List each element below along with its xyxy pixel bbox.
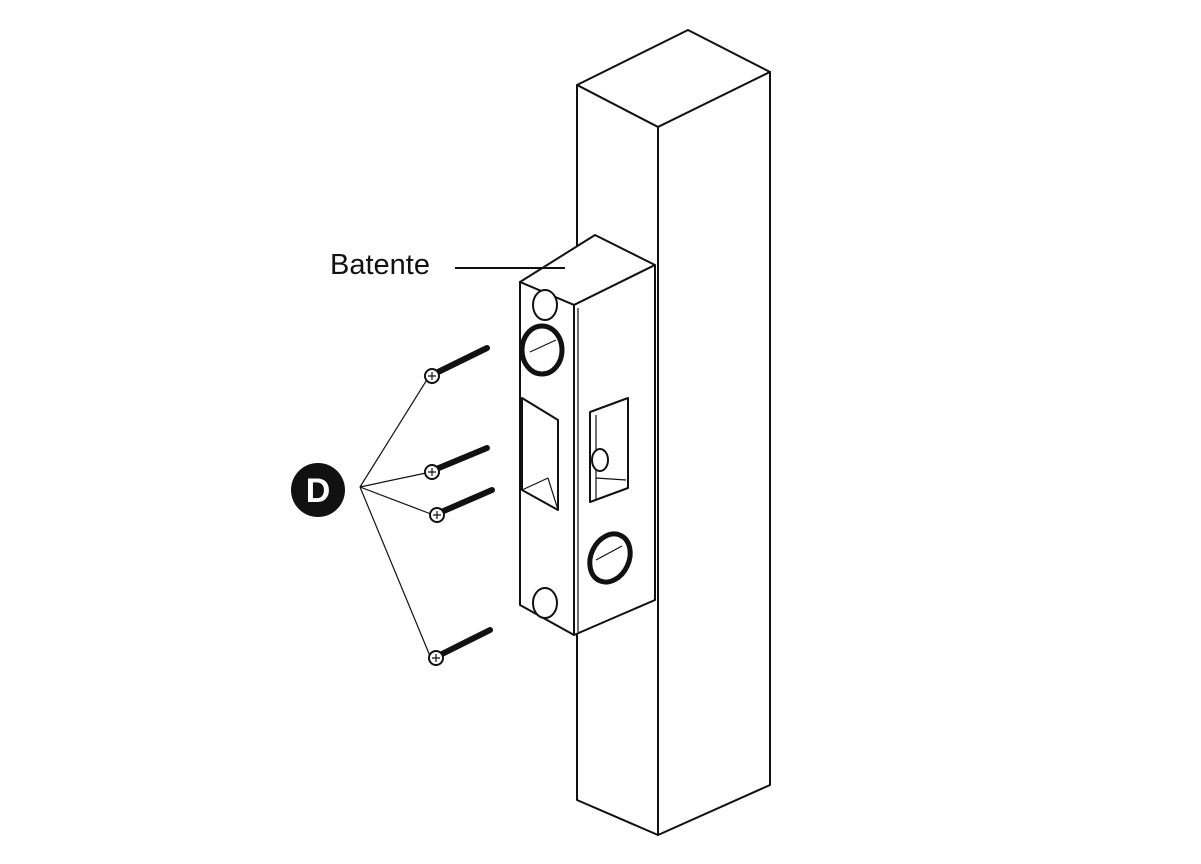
latch-slot-front bbox=[589, 397, 629, 503]
badge-letter: D bbox=[306, 472, 331, 510]
mounting-hole bbox=[532, 587, 558, 619]
strike-plate bbox=[519, 234, 656, 636]
screw-icon bbox=[424, 345, 490, 384]
screws bbox=[424, 345, 495, 666]
leader-lines bbox=[359, 267, 565, 657]
screw-hole-ring bbox=[519, 323, 565, 377]
mounting-hole bbox=[532, 289, 558, 321]
screw-icon bbox=[424, 445, 490, 480]
screw-icon bbox=[429, 487, 495, 523]
strike-plate-label: Batente bbox=[330, 249, 430, 281]
screw-icon bbox=[428, 627, 493, 666]
screw-hole-ring bbox=[587, 531, 633, 585]
screw-badge: D bbox=[291, 463, 345, 517]
